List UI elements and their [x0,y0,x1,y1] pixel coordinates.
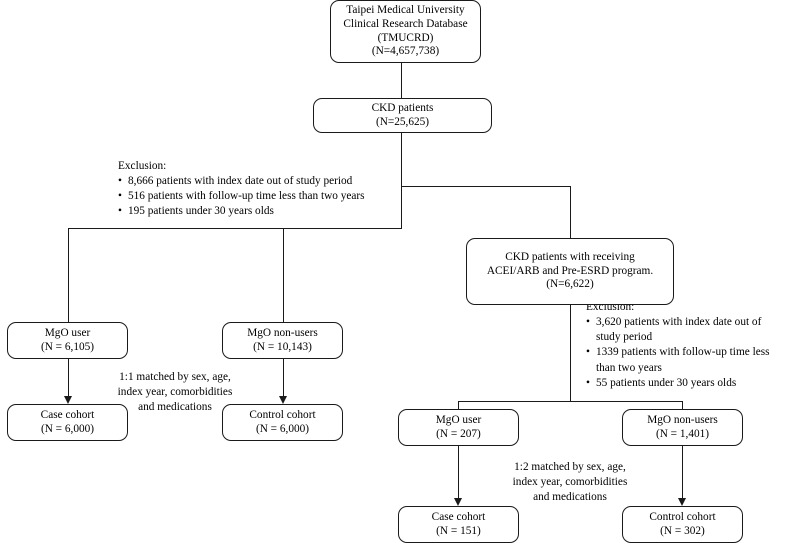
match-note-left-line-3: and medications [138,400,212,413]
node-left-mgo-nonuser-line-1: MgO non-users [247,326,318,339]
match-note-right: 1:2 matched by sex, age, index year, com… [500,460,640,505]
connector-left-nonuser-to-control [283,359,285,400]
connector-ckd-to-right-branch [401,186,571,188]
node-left-case-cohort: Case cohort (N = 6,000) [7,404,128,441]
match-note-left-line-1: 1:1 matched by sex, age, [119,371,231,383]
node-right-control-cohort-line-1: Control cohort [649,510,716,523]
node-left-mgo-user: MgO user (N = 6,105) [7,322,128,359]
exclusion-block-right: Exclusion: 3,620 patients with index dat… [586,300,786,391]
node-right-mgo-nonuser: MgO non-users (N = 1,401) [622,409,743,446]
node-right-mgo-user-line-1: MgO user [435,413,482,426]
node-right-case-cohort-line-2: (N = 151) [436,524,481,537]
match-note-left-line-2: index year, comorbidities [117,385,233,398]
node-ckd-acei-arb-line-1: CKD patients with receiving [505,251,635,264]
node-right-mgo-nonuser-line-2: (N = 1,401) [655,427,710,440]
node-database-line-2: Clinical Research Database [343,17,468,30]
node-database-line-1: Taipei Medical University [346,4,465,17]
node-ckd-acei-arb: CKD patients with receiving ACEI/ARB and… [466,238,674,305]
node-left-control-cohort: Control cohort (N = 6,000) [222,404,343,441]
node-left-mgo-user-line-1: MgO user [44,326,91,339]
node-ckd-acei-arb-line-2: ACEI/ARB and Pre-ESRD program. [486,264,654,277]
connector-right-user-to-case [458,446,460,502]
node-right-mgo-nonuser-line-1: MgO non-users [647,413,718,426]
exclusion-block-left: Exclusion: 8,666 patients with index dat… [118,159,365,220]
connector-right-nonuser-to-control [682,446,684,502]
node-left-case-cohort-line-2: (N = 6,000) [40,422,95,435]
connector-right-mgo-nonuser-drop [682,401,684,409]
arrowhead-left-case [64,396,72,404]
connector-right-mgo-user-drop [458,401,460,409]
node-right-control-cohort-line-2: (N = 302) [660,524,705,537]
node-database-line-3: (TMUCRD) [377,31,434,44]
connector-right-branch-drop [570,186,572,238]
node-left-control-cohort-line-2: (N = 6,000) [255,422,310,435]
connector-left-mgo-nonuser-drop [283,228,285,322]
node-database: Taipei Medical University Clinical Resea… [330,0,481,63]
connector-left-split-bar [68,228,402,230]
exclusion-left-item-3: 195 patients under 30 years olds [118,204,365,219]
connector-ckd-stem [401,133,403,229]
match-note-left: 1:1 matched by sex, age, index year, com… [105,370,245,415]
exclusion-right-list: 3,620 patients with index date out of st… [586,315,786,391]
node-right-mgo-user: MgO user (N = 207) [398,409,519,446]
connector-right-split-bar [458,401,683,403]
node-database-line-4: (N=4,657,738) [371,45,440,58]
exclusion-left-heading: Exclusion: [118,160,167,172]
exclusion-right-item-3: 55 patients under 30 years olds [586,376,786,391]
node-ckd-patients: CKD patients (N=25,625) [313,98,492,133]
node-left-mgo-user-line-2: (N = 6,105) [40,340,95,353]
node-ckd-patients-line-1: CKD patients [371,101,434,114]
node-right-control-cohort: Control cohort (N = 302) [622,506,743,543]
connector-left-mgo-user-drop [68,228,70,322]
exclusion-right-item-1: 3,620 patients with index date out of st… [586,315,786,345]
arrowhead-right-control [678,498,686,506]
node-ckd-patients-line-2: (N=25,625) [375,115,430,128]
match-note-right-line-1: 1:2 matched by sex, age, [514,461,626,473]
match-note-right-line-2: index year, comorbidities [512,475,628,488]
exclusion-left-item-2: 516 patients with follow-up time less th… [118,189,365,204]
node-ckd-acei-arb-line-3: (N=6,622) [546,278,594,291]
node-right-case-cohort-line-1: Case cohort [431,510,486,523]
node-left-mgo-nonuser: MgO non-users (N = 10,143) [222,322,343,359]
connector-acei-stem [570,305,572,402]
node-left-case-cohort-line-1: Case cohort [40,408,95,421]
match-note-right-line-3: and medications [533,490,607,503]
exclusion-right-item-2: 1339 patients with follow-up time less t… [586,345,786,375]
exclusion-left-item-1: 8,666 patients with index date out of st… [118,174,365,189]
node-left-control-cohort-line-1: Control cohort [249,408,316,421]
arrowhead-right-case [454,498,462,506]
connector-left-user-to-case [68,359,70,400]
node-right-mgo-user-line-2: (N = 207) [436,427,481,440]
connector-database-to-ckd [401,63,403,98]
exclusion-left-list: 8,666 patients with index date out of st… [118,174,365,220]
arrowhead-left-control [279,396,287,404]
node-left-mgo-nonuser-line-2: (N = 10,143) [253,340,312,353]
node-right-case-cohort: Case cohort (N = 151) [398,506,519,543]
